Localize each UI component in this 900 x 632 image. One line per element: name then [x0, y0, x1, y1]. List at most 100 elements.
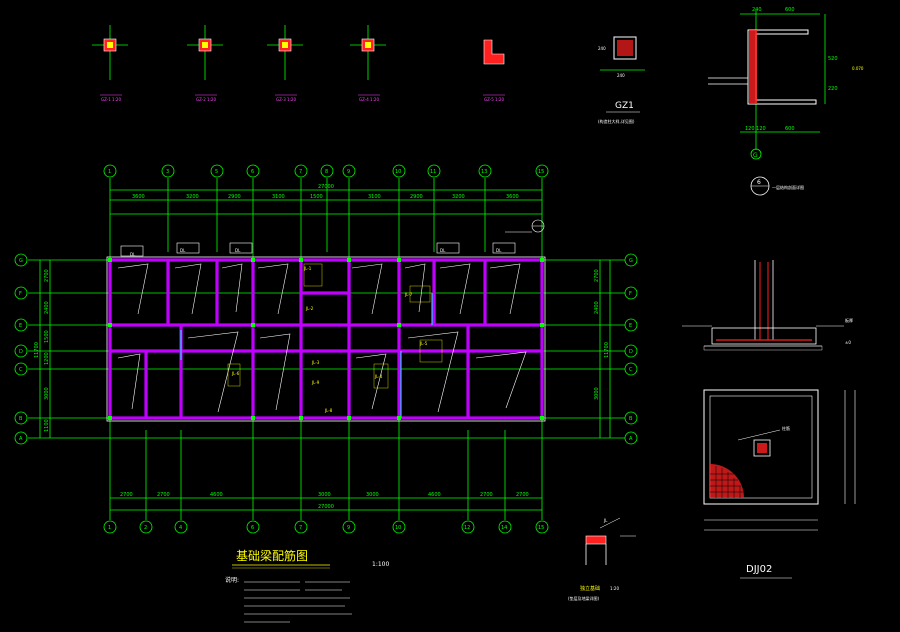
axis-bot-2: 2 — [144, 525, 147, 531]
svg-text:GZ-1 1:20: GZ-1 1:20 — [101, 97, 121, 102]
bottom-dim-0: 2700 — [120, 492, 133, 498]
side-dim-r1: 2400 — [594, 301, 600, 314]
footing-plan: 柱筋 DJJ02 — [703, 389, 856, 579]
svg-text:±0: ±0 — [845, 340, 851, 345]
svg-text:JL-2: JL-2 — [305, 306, 314, 311]
svg-text:JL-6: JL-6 — [231, 371, 240, 376]
svg-text:DL: DL — [130, 252, 136, 257]
axis-top-3: 3 — [166, 169, 169, 175]
right-total-dim: 11700 — [604, 342, 610, 358]
axis-top-8: 8 — [325, 169, 328, 175]
column-detail-4: GZ-4 1:20 — [350, 25, 386, 102]
top-dim-3: 3100 — [272, 194, 285, 200]
axis-top-15: 15 — [538, 169, 544, 175]
side-dim-1: 2400 — [44, 301, 50, 314]
svg-text:0.070: 0.070 — [852, 66, 864, 71]
bottom-dim-3: 3000 — [318, 492, 331, 498]
svg-text:DL: DL — [496, 248, 502, 253]
axis-left-A: A — [19, 436, 23, 442]
column-detail-2: GZ-2 1:20 — [187, 25, 223, 102]
axis-right-A: A — [629, 436, 633, 442]
side-dim-4: 3000 — [44, 387, 50, 400]
svg-text:JL-5: JL-5 — [419, 341, 428, 346]
wall-section-detail: 240 600 520 220 120 120 600 G 0.070 6 一层… — [708, 7, 864, 196]
axis-bot-6: 6 — [251, 525, 254, 531]
svg-text:GZ-3 1:20: GZ-3 1:20 — [276, 97, 296, 102]
axis-right-E: E — [629, 323, 632, 329]
svg-text:GZ-2 1:20: GZ-2 1:20 — [196, 97, 216, 102]
detail-caption: 一层结构剖面详图 — [772, 184, 804, 190]
drawing-title: 基础梁配筋图 — [236, 548, 308, 563]
top-dim-0: 3600 — [132, 194, 145, 200]
title-block: 基础梁配筋图 1:100 说明: — [225, 548, 389, 623]
bottom-dim-4: 3000 — [366, 492, 379, 498]
left-total-dim: 11700 — [34, 342, 40, 358]
axis-top-7: 7 — [299, 169, 302, 175]
foundation-beams — [108, 258, 544, 420]
svg-text:JL-4: JL-4 — [374, 374, 383, 379]
side-dim-3: 1200 — [44, 352, 50, 365]
axis-bubbles-letters: G F E D C B A G F E D C B A — [14, 253, 638, 445]
column-detail-1: GZ-1 1:20 — [92, 25, 128, 102]
side-dim-2: 1500 — [44, 330, 50, 343]
bottom-dim-2: 4600 — [210, 492, 223, 498]
beam-cross-section: JL 独立基础 1:20 (垫层及地梁详图) — [568, 517, 636, 601]
top-dim-6: 2900 — [410, 194, 423, 200]
column-details-row: GZ-1 1:20 GZ-2 1:20 GZ-3 1:20 GZ-4 1:20 — [92, 25, 645, 124]
axis-bot-9: 9 — [347, 525, 350, 531]
axis-top-9: 9 — [347, 169, 350, 175]
axis-top-6: 6 — [251, 169, 254, 175]
svg-text:240: 240 — [617, 73, 625, 78]
side-dim-5: 1100 — [44, 419, 50, 432]
axis-left-B: B — [19, 416, 23, 422]
svg-text:240: 240 — [598, 46, 606, 51]
svg-text:240: 240 — [752, 7, 762, 13]
axis-right-C: C — [629, 367, 633, 373]
gz1-sub: (构造柱大样,详见图) — [598, 118, 635, 124]
axis-right-B: B — [629, 416, 633, 422]
svg-text:520: 520 — [828, 56, 838, 62]
top-dim-2: 2900 — [228, 194, 241, 200]
column-markers — [108, 258, 544, 420]
notes-heading: 说明: — [225, 576, 239, 584]
axis-bot-4: 4 — [179, 525, 182, 531]
axis-bot-7: 7 — [299, 525, 302, 531]
detail-circle-number: 6 — [757, 179, 761, 186]
svg-text:JL: JL — [603, 518, 608, 523]
axis-top-11: 11 — [430, 169, 436, 175]
svg-text:JL-8: JL-8 — [324, 408, 333, 413]
svg-text:GZ-5 1:20: GZ-5 1:20 — [484, 97, 504, 102]
bottom-dim-5: 4600 — [428, 492, 441, 498]
axis-top-10: 10 — [395, 169, 401, 175]
svg-text:GZ-4 1:20: GZ-4 1:20 — [359, 97, 379, 102]
svg-text:(垫层及地梁详图): (垫层及地梁详图) — [568, 595, 600, 601]
svg-text:600: 600 — [785, 126, 795, 132]
axis-right-G: G — [629, 258, 633, 264]
svg-text:DL: DL — [235, 248, 241, 253]
column-detail-3: GZ-3 1:20 — [267, 25, 303, 102]
drawing-scale: 1:100 — [372, 561, 389, 568]
svg-text:JL-1: JL-1 — [303, 266, 312, 271]
axis-bubbles-top: 1 3 5 6 7 8 9 10 11 13 15 — [103, 164, 549, 178]
axis-right-F: F — [629, 291, 632, 297]
column-detail-l-shape: GZ-5 1:20 — [483, 39, 505, 102]
bottom-dim-1: 2700 — [157, 492, 170, 498]
beam-annotations: JL-1 JL-2 JL-3 JL-4 JL-5 JL-6 JL-7 JL-8 … — [120, 242, 516, 413]
foundation-caption: 独立基础 — [580, 585, 600, 592]
svg-text:220: 220 — [828, 86, 838, 92]
top-total-dim: 27000 — [318, 184, 334, 190]
side-dimensions: 11700 11700 2700 2400 1500 1200 3000 110… — [34, 260, 611, 438]
footing-elevation: 板厚 ±0 — [682, 260, 853, 351]
svg-text:JL-3: JL-3 — [311, 360, 320, 365]
axis-left-D: D — [19, 349, 23, 355]
rebar-indicators — [117, 263, 527, 413]
gz1-label: GZ1 — [615, 101, 634, 111]
svg-text:JL-9: JL-9 — [311, 380, 320, 385]
axis-bot-15: 15 — [538, 525, 544, 531]
axis-g-letter: G — [753, 152, 758, 159]
vertical-grid — [109, 178, 543, 520]
foundation-plan: 27000 3600 3200 2900 3100 1500 3100 2900… — [14, 164, 638, 534]
svg-text:JL-7: JL-7 — [404, 292, 413, 297]
top-dim-8: 3600 — [506, 194, 519, 200]
